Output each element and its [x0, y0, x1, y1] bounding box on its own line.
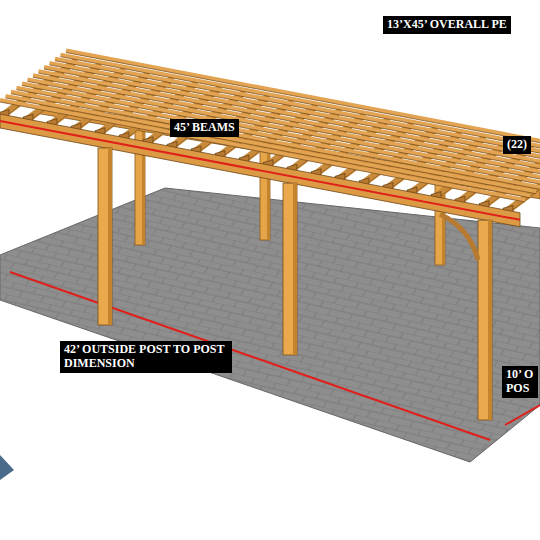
dimension-label: 42’ OUTSIDE POST TO POST DIMENSION [60, 341, 232, 373]
front-beam [0, 114, 520, 227]
slat-edge [39, 73, 540, 173]
front-post [440, 214, 492, 420]
front-post [98, 148, 112, 325]
dimension-line [10, 272, 490, 440]
slat-edge [66, 53, 540, 153]
dimension-label: (22) [503, 136, 531, 154]
dimension-label: 45’ BEAMS [170, 119, 239, 137]
dimension-line [505, 405, 540, 425]
beam-dimension-line [0, 121, 520, 220]
top-slat [66, 51, 540, 151]
slat-edge [44, 69, 540, 169]
front-post [283, 183, 297, 355]
dimension-label: 13’X45’ OVERALL PE [383, 16, 511, 34]
slat-edge [0, 102, 525, 202]
slat-edge [6, 98, 531, 198]
dimension-label: 10’ O POS [502, 366, 538, 398]
top-slat [44, 67, 540, 167]
corner-mark [0, 455, 14, 480]
